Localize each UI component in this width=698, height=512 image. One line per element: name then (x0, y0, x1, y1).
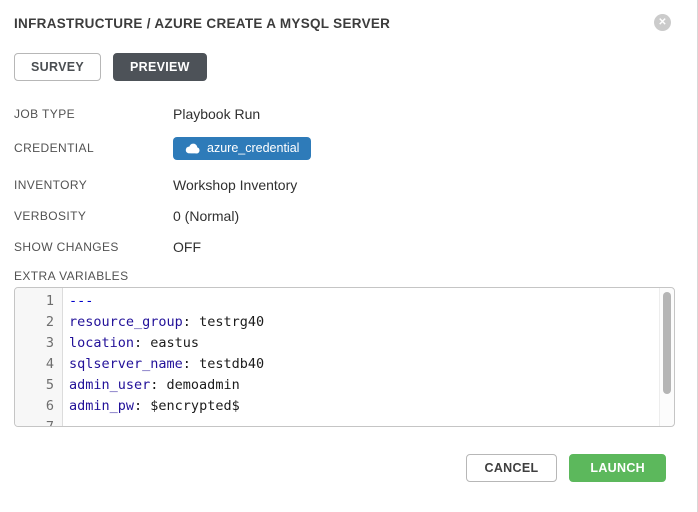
detail-label: CREDENTIAL (14, 141, 173, 155)
code-text: location: eastus (63, 333, 199, 354)
detail-row: JOB TYPEPlaybook Run (14, 105, 683, 123)
line-number: 2 (15, 312, 63, 333)
detail-row: CREDENTIAL azure_credential (14, 136, 683, 160)
detail-label: SHOW CHANGES (14, 240, 173, 254)
code-token: --- (69, 293, 93, 309)
code-text: --- (63, 291, 93, 312)
detail-row: INVENTORYWorkshop Inventory (14, 176, 683, 194)
code-token: : (183, 356, 199, 372)
detail-value: 0 (Normal) (173, 208, 239, 224)
code-text: admin_user: demoadmin (63, 375, 240, 396)
code-token: admin_pw (69, 398, 134, 414)
code-text (63, 417, 69, 427)
code-token: : (150, 377, 166, 393)
tabs: SURVEY PREVIEW (14, 53, 683, 81)
modal-header: INFRASTRUCTURE / AZURE CREATE A MYSQL SE… (14, 16, 683, 32)
line-number: 3 (15, 333, 63, 354)
code-token: : (183, 314, 199, 330)
detail-value: Workshop Inventory (173, 177, 297, 193)
code-token: sqlserver_name (69, 356, 183, 372)
close-icon[interactable]: ✕ (654, 14, 671, 31)
tab-survey[interactable]: SURVEY (14, 53, 101, 81)
launch-button[interactable]: LAUNCH (569, 454, 666, 482)
code-token: location (69, 335, 134, 351)
code-token: testdb40 (199, 356, 264, 372)
code-token: testrg40 (199, 314, 264, 330)
code-token: : (134, 335, 150, 351)
detail-label: VERBOSITY (14, 209, 173, 223)
line-number: 1 (15, 291, 63, 312)
code-text: admin_pw: $encrypted$ (63, 396, 240, 417)
cancel-button[interactable]: CANCEL (466, 454, 558, 482)
details-list: JOB TYPEPlaybook RunCREDENTIAL azure_cred… (14, 105, 683, 256)
modal-footer: CANCEL LAUNCH (14, 454, 683, 482)
line-number: 5 (15, 375, 63, 396)
detail-label: INVENTORY (14, 178, 173, 192)
credential-badge[interactable]: azure_credential (173, 137, 311, 160)
line-number: 7 (15, 417, 63, 427)
detail-value: Playbook Run (173, 106, 260, 122)
detail-row: VERBOSITY0 (Normal) (14, 207, 683, 225)
code-line: 5admin_user: demoadmin (15, 375, 674, 396)
line-number: 6 (15, 396, 63, 417)
code-token: $encrypted$ (150, 398, 239, 414)
extra-variables-label: EXTRA VARIABLES (14, 269, 683, 283)
editor-scrollbar-track[interactable] (659, 288, 674, 426)
code-line: 4sqlserver_name: testdb40 (15, 354, 674, 375)
code-token: resource_group (69, 314, 183, 330)
tab-preview[interactable]: PREVIEW (113, 53, 207, 81)
code-text: resource_group: testrg40 (63, 312, 264, 333)
code-token: eastus (150, 335, 199, 351)
extra-variables-editor[interactable]: 1---2resource_group: testrg403location: … (14, 287, 675, 427)
code-token: admin_user (69, 377, 150, 393)
credential-badge-label: azure_credential (207, 141, 299, 155)
line-number: 4 (15, 354, 63, 375)
code-line: 3location: eastus (15, 333, 674, 354)
code-text: sqlserver_name: testdb40 (63, 354, 264, 375)
code-line: 6admin_pw: $encrypted$ (15, 396, 674, 417)
cloud-icon (185, 143, 200, 154)
page-title: INFRASTRUCTURE / AZURE CREATE A MYSQL SE… (14, 16, 390, 32)
editor-scrollbar-thumb[interactable] (663, 292, 671, 394)
code-token: : (134, 398, 150, 414)
detail-row: SHOW CHANGESOFF (14, 238, 683, 256)
code-line: 2resource_group: testrg40 (15, 312, 674, 333)
editor-code-lines: 1---2resource_group: testrg403location: … (15, 288, 674, 427)
code-line: 1 --- (15, 291, 674, 312)
code-token: demoadmin (167, 377, 240, 393)
detail-label: JOB TYPE (14, 107, 173, 121)
detail-value: OFF (173, 239, 201, 255)
code-line: 7 (15, 417, 674, 427)
